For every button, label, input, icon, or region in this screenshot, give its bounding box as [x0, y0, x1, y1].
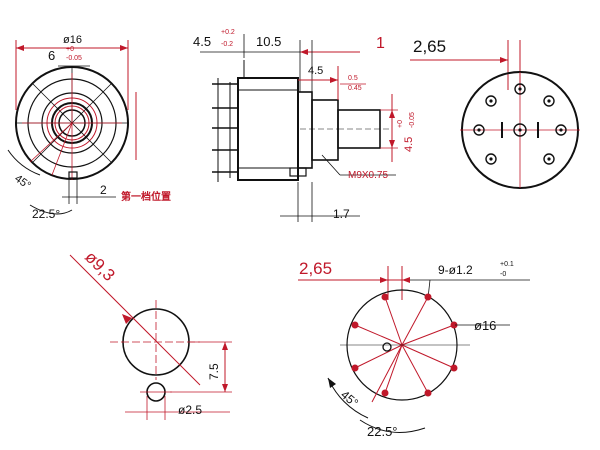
side-vert-tol-down: -0.05	[409, 112, 416, 128]
holes-down: -0	[500, 271, 506, 278]
side-1-label: 1	[376, 35, 385, 52]
side-45-label: 4.5	[193, 34, 211, 49]
tol-top-down: -0.05	[66, 55, 82, 62]
pcb-layout: 2,65 9-ø1.2 +0.1 -0	[298, 259, 530, 439]
side-17-label: 1.7	[333, 207, 350, 221]
pcb-265-label: 2,65	[299, 259, 332, 278]
side-105-label: 10.5	[256, 34, 281, 49]
side-view: 4.5 +0.2 -0.2 10.5 1 4.5 0.5 0.45 4.5 +0…	[193, 29, 416, 222]
side-vert-45-label: 4.5	[403, 137, 415, 152]
two-label: 2	[100, 183, 107, 197]
tol-top-up: +0	[66, 46, 74, 53]
deg22-pcb-label: 22.5°	[367, 424, 398, 439]
side-tiny-down: 0.45	[348, 85, 362, 92]
side-vert-tol-up: +0	[397, 120, 404, 128]
rear-view: 2,65	[410, 37, 580, 189]
deg45-top-label: 45°	[12, 173, 33, 192]
front-view: ø16 +0 -0.05 6 45° 2 第一档位置 22.5°	[7, 34, 171, 221]
panel-cutout: ø9,3 7.5 ø2.5	[69, 247, 232, 420]
deg45-pcb-label: 45°	[338, 388, 361, 411]
phi25-label: ø2.5	[178, 403, 202, 417]
phi93-label: ø9,3	[81, 247, 118, 284]
phi16-top-label: ø16	[63, 34, 82, 46]
side-45-mid-label: 4.5	[308, 65, 323, 77]
right-265-label: 2,65	[413, 37, 446, 56]
side-45-up: +0.2	[221, 29, 235, 36]
side-45-down: -0.2	[221, 41, 233, 48]
six-label: 6	[48, 48, 55, 63]
phi16-pcb-label: ø16	[474, 318, 496, 333]
dim-75-label: 7.5	[207, 363, 221, 380]
deg22-top-label: 22.5°	[32, 207, 60, 221]
thread-label: M9X0.75	[348, 170, 388, 181]
side-tiny-up: 0.5	[348, 75, 358, 82]
first-position-label: 第一档位置	[121, 190, 171, 203]
holes-up: +0.1	[500, 261, 514, 268]
holes-label: 9-ø1.2	[438, 263, 473, 277]
